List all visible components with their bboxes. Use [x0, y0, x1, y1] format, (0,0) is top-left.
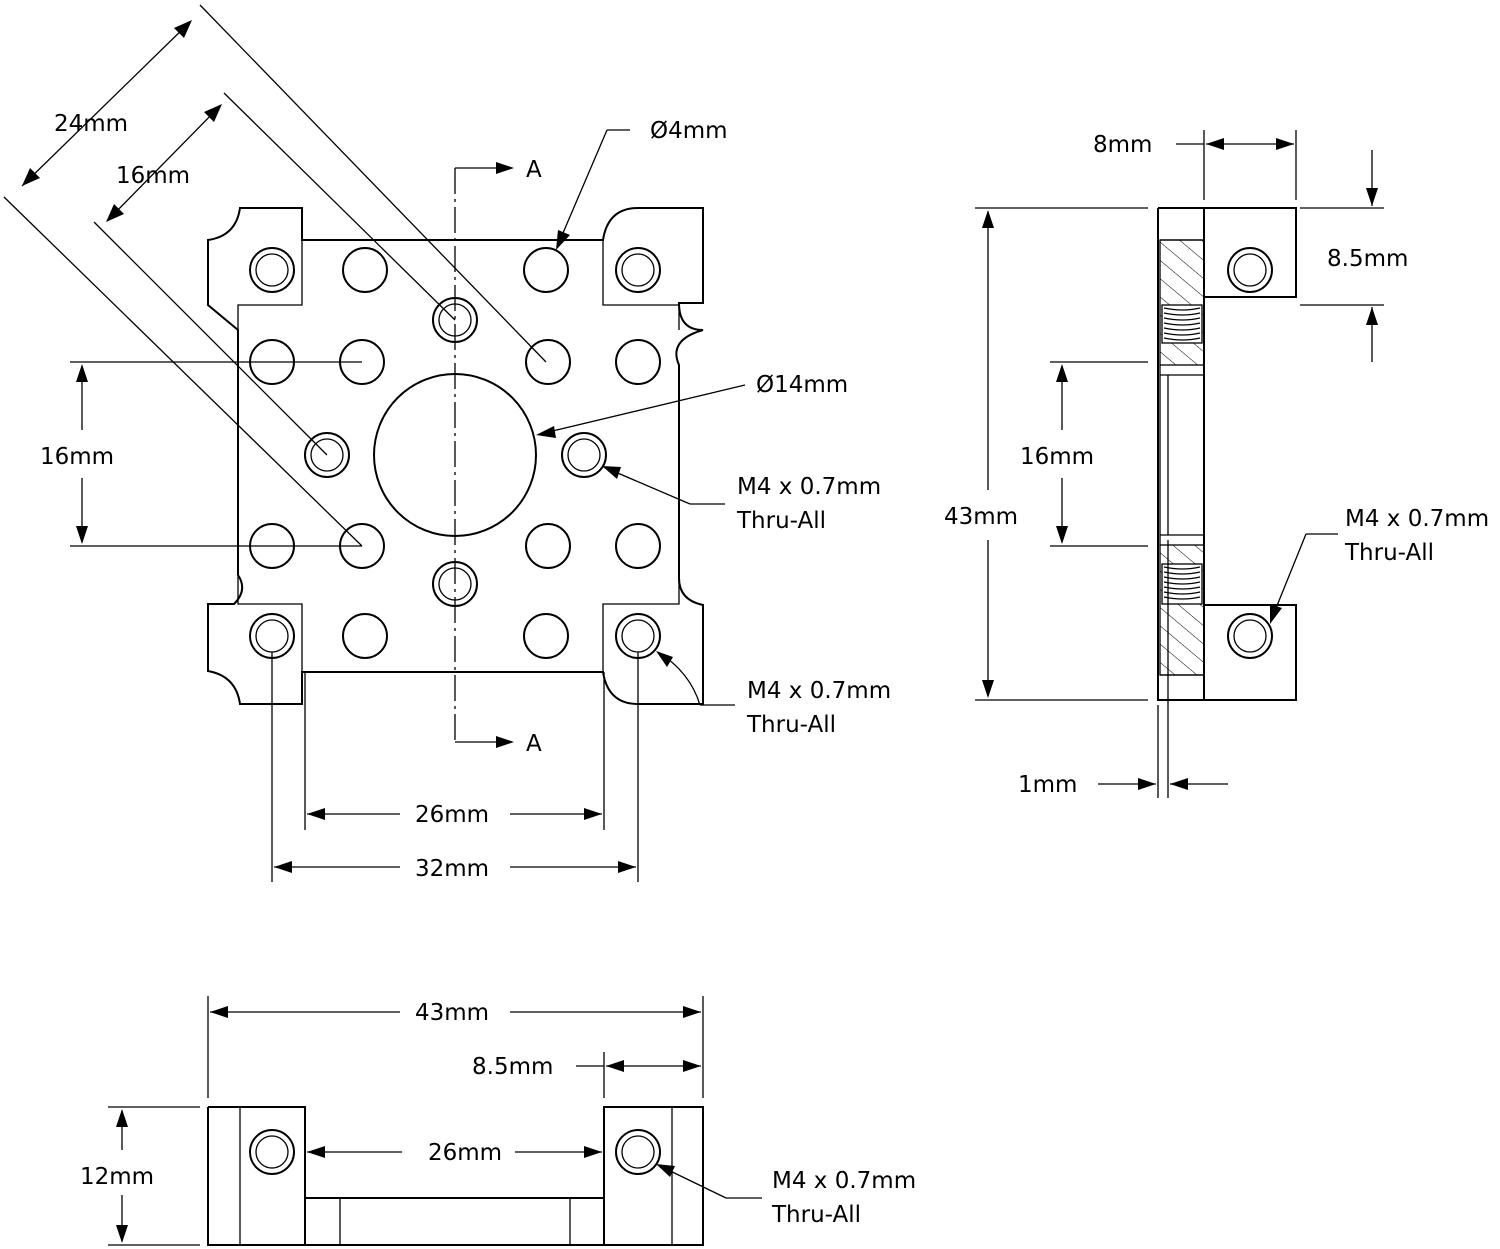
front-view: A A 24mm 16mm Ø4mm Ø14mm M4 x 0.7mm Thru…: [3, 4, 891, 882]
dim-flange-height: 8.5mm: [1327, 246, 1408, 272]
hole: [525, 523, 571, 569]
side-callout-line2: Thru-All: [1344, 540, 1434, 566]
corner-pocket-top-right: [602, 240, 680, 330]
dim-inner-width: 26mm: [415, 802, 489, 828]
dim-bottom-total-width: 43mm: [415, 1000, 489, 1026]
dim-outer-width: 32mm: [415, 856, 489, 882]
hole: [525, 339, 571, 385]
section-label-top: A: [526, 157, 542, 183]
dim-diag-inner: 16mm: [116, 163, 190, 189]
callout-center-line2: Thru-All: [736, 508, 826, 534]
section-label-bottom: A: [526, 731, 542, 757]
dim-bottom-height: 12mm: [80, 1164, 154, 1190]
bottom-outline: [207, 1106, 704, 1246]
dim-diag-outer: 24mm: [54, 111, 128, 137]
dim-vertical-spacing: 16mm: [40, 444, 114, 470]
dim-bottom-flange-width: 8.5mm: [472, 1054, 553, 1080]
hole: [523, 613, 569, 659]
dim-plate-thickness: 1mm: [1018, 772, 1077, 798]
front-view-outline: [207, 207, 704, 705]
side-callout-line1: M4 x 0.7mm: [1345, 506, 1489, 532]
corner-pocket-top-left: [237, 240, 303, 330]
callout-corner-line2: Thru-All: [746, 712, 836, 738]
side-view: 8mm 8.5mm 43mm 16mm 1mm: [944, 130, 1489, 798]
bottom-callout-line1: M4 x 0.7mm: [772, 1168, 916, 1194]
callout-corner-line1: M4 x 0.7mm: [747, 678, 891, 704]
hole: [615, 523, 661, 569]
bottom-view: 43mm 8.5mm 26mm 12mm M4 x 0.7mm Thru-All: [80, 996, 916, 1246]
dim-bottom-inner-width: 26mm: [428, 1140, 502, 1166]
dim-hole-dia: Ø4mm: [650, 118, 728, 144]
hole: [523, 247, 569, 293]
hole: [342, 613, 388, 659]
callout-center-line1: M4 x 0.7mm: [737, 474, 881, 500]
hole: [342, 247, 388, 293]
dim-inner-spacing: 16mm: [1020, 444, 1094, 470]
bottom-callout-line2: Thru-All: [771, 1202, 861, 1228]
corner-pocket-bottom-left: [237, 575, 303, 672]
section-hatch-top: [1159, 239, 1205, 366]
dim-flange-width: 8mm: [1093, 132, 1152, 158]
dim-total-height: 43mm: [944, 504, 1018, 530]
dim-bore-dia: Ø14mm: [756, 372, 848, 398]
corner-pocket-bottom-right: [602, 578, 680, 672]
hole: [615, 339, 661, 385]
threaded-holes: [249, 247, 661, 659]
